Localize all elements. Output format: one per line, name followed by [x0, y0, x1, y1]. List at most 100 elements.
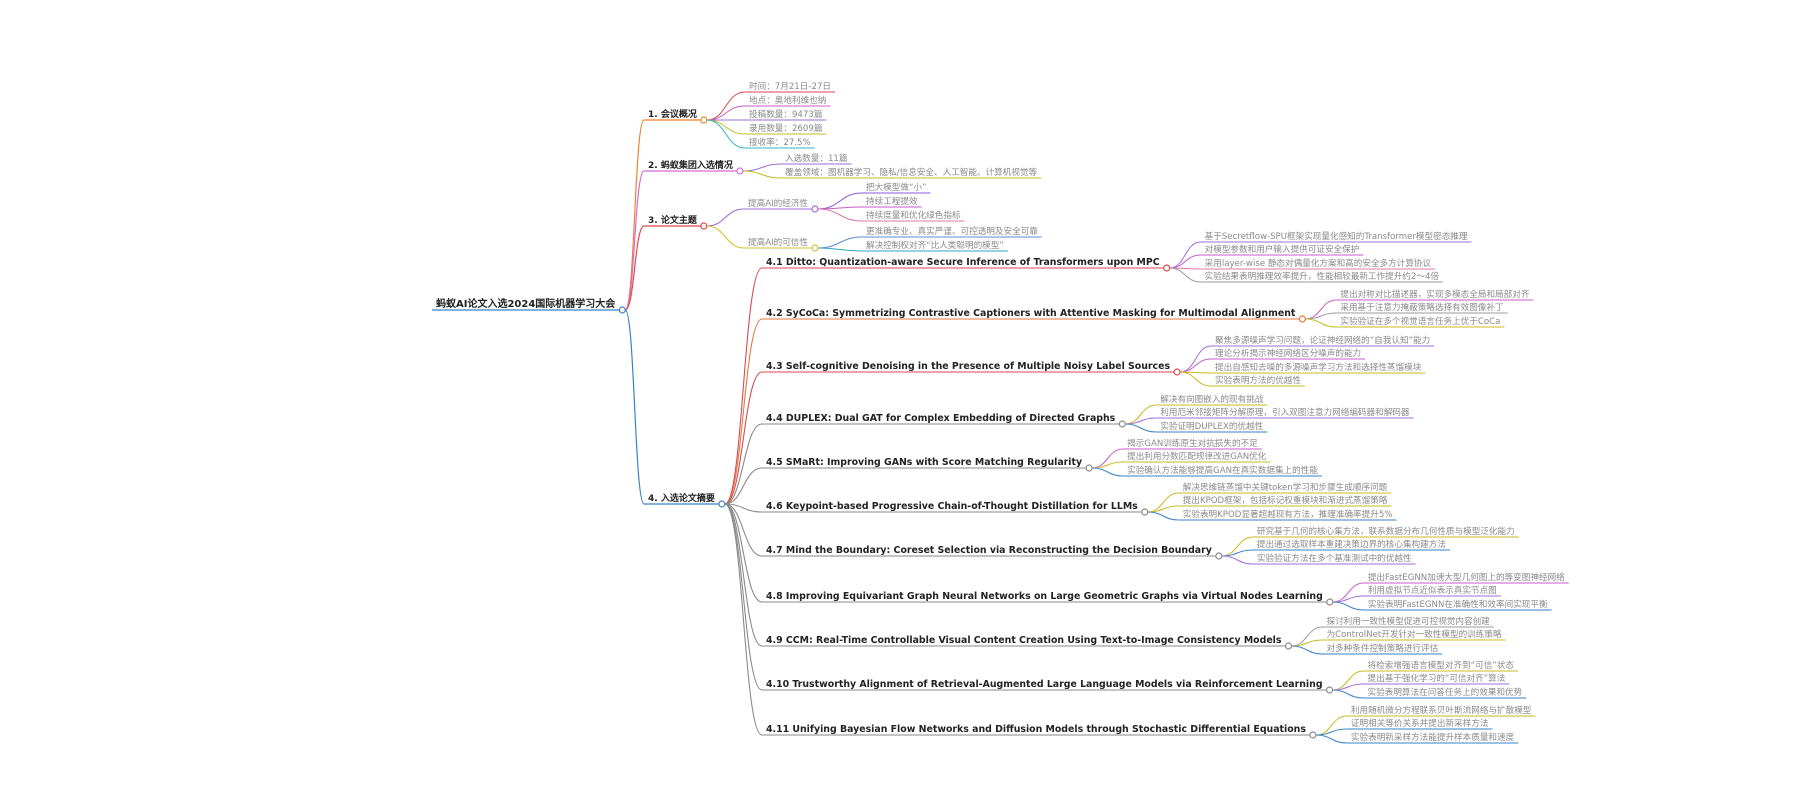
paper-9-note-3[interactable]: 对多种条件控制策略进行评估	[1326, 642, 1438, 654]
branch-b4[interactable]: 4. 入选论文摘要	[648, 492, 715, 504]
branch-b2[interactable]: 2. 蚂蚁集团入选情况	[648, 159, 733, 171]
branch-b4-toggle[interactable]	[718, 500, 726, 508]
paper-7-note-1[interactable]: 研究基于几何的核心集方法，联系数据分布几何性质与模型泛化能力	[1257, 525, 1515, 537]
leaf-b1-0[interactable]: 时间：7月21日-27日	[749, 80, 831, 92]
paper-6-title[interactable]: 4.6 Keypoint-based Progressive Chain-of-…	[766, 501, 1138, 512]
link-paper-0-note-1	[1169, 254, 1201, 269]
paper-4-title[interactable]: 4.4 DUPLEX: Dual GAT for Complex Embeddi…	[766, 413, 1116, 424]
subtopic-0-item-2[interactable]: 持续度量和优化绿色指标	[866, 209, 961, 221]
paper-9-title[interactable]: 4.9 CCM: Real-Time Controllable Visual C…	[766, 635, 1282, 646]
paper-10-note-2[interactable]: 提出基于强化学习的“可信对齐”算法	[1368, 672, 1506, 684]
paper-3-note-3[interactable]: 提出自感知去噪的多源噪声学习方法和选择性蒸馏模块	[1215, 361, 1422, 373]
link-b1-4	[706, 119, 746, 149]
paper-1-title[interactable]: 4.1 Ditto: Quantization-aware Secure Inf…	[766, 257, 1160, 268]
paper-10-title[interactable]: 4.10 Trustworthy Alignment of Retrieval-…	[766, 679, 1323, 690]
link-b3-sub-1	[706, 225, 745, 249]
subtopic-1-item-1[interactable]: 解决控制权对齐“比人类聪明的模型”	[866, 239, 1004, 251]
paper-2-note-1[interactable]: 提出对称对比描述器，实现多模态全局和局部对齐	[1340, 288, 1529, 300]
link-root-b2	[624, 170, 645, 311]
link-b2-0	[742, 163, 782, 172]
paper-11-note-2[interactable]: 证明相关等价关系并提出新采样方法	[1351, 717, 1489, 729]
leaf-b1-2[interactable]: 投稿数量：9473篇	[749, 108, 823, 120]
paper-4-note-1[interactable]: 解决有向图嵌入的现有挑战	[1160, 393, 1264, 405]
paper-9-note-1[interactable]: 探讨利用一致性模型促进可控视觉内容创建	[1326, 615, 1490, 627]
paper-2-note-3[interactable]: 实验验证在多个视觉语言任务上优于CoCa	[1340, 315, 1500, 327]
subtopic-1-item-0[interactable]: 更准确专业、真实严谨、可控透明及安全可靠	[866, 225, 1038, 237]
paper-8-note-1[interactable]: 提出FastEGNN加速大型几何图上的等变图神经网络	[1368, 571, 1565, 583]
paper-5-title[interactable]: 4.5 SMaRt: Improving GANs with Score Mat…	[766, 457, 1082, 468]
paper-3-note-4[interactable]: 实验表明方法的优越性	[1215, 374, 1301, 386]
leaf-b1-3[interactable]: 录用数量：2609篇	[749, 122, 823, 134]
paper-6-note-3[interactable]: 实验表明KPOD显著超越现有方法，推理准确率提升5%	[1183, 508, 1393, 520]
paper-4-note-2[interactable]: 利用厄米邻接矩阵分解原理，引入双图注意力网络编码器和解码器	[1160, 406, 1410, 418]
subtopic-0[interactable]: 提高AI的经济性	[748, 197, 808, 209]
subtopic-1-toggle[interactable]	[811, 244, 819, 252]
branch-b3-toggle[interactable]	[700, 222, 708, 230]
paper-9-note-2[interactable]: 为ControlNet开发针对一致性模型的训练策略	[1326, 628, 1501, 640]
paper-10-note-1[interactable]: 将检索增强语言模型对齐到“可信”状态	[1368, 659, 1515, 671]
paper-8-title[interactable]: 4.8 Improving Equivariant Graph Neural N…	[766, 591, 1323, 602]
paper-1-note-3[interactable]: 采用layer-wise 静态对偶量化方案和高的安全多方计算协议	[1205, 257, 1432, 269]
root-node[interactable]: 蚂蚁AI论文入选2024国际机器学习大会	[436, 297, 615, 310]
paper-8-note-3[interactable]: 实验表明FastEGNN在准确性和效率间实现平衡	[1368, 598, 1548, 610]
paper-3-title[interactable]: 4.3 Self-cognitive Denoising in the Pres…	[766, 361, 1170, 372]
branch-b2-toggle[interactable]	[736, 167, 744, 175]
leaf-b1-1[interactable]: 地点：奥地利维也纳	[749, 94, 826, 106]
paper-5-note-1[interactable]: 揭示GAN训练原生对抗损失的不足	[1127, 437, 1258, 449]
branch-b1[interactable]: 1. 会议概况	[648, 108, 697, 120]
paper-6-note-2[interactable]: 提出KPOD框架，包括标记权重模块和渐进式蒸馏策略	[1183, 494, 1388, 506]
paper-7-title[interactable]: 4.7 Mind the Boundary: Coreset Selection…	[766, 545, 1212, 556]
branch-b1-toggle[interactable]	[700, 116, 708, 124]
paper-2-note-2[interactable]: 采用基于注意力掩蔽策略选择有效图像补丁	[1340, 301, 1504, 313]
paper-11-note-1[interactable]: 利用随机微分方程联系贝叶斯流网络与扩散模型	[1351, 704, 1532, 716]
paper-7-toggle[interactable]	[1215, 552, 1223, 560]
paper-1-toggle[interactable]	[1163, 264, 1171, 272]
paper-5-note-3[interactable]: 实验确认方法能够提高GAN在真实数据集上的性能	[1127, 464, 1318, 476]
paper-10-note-3[interactable]: 实验表明算法在问答任务上的效果和优势	[1368, 686, 1523, 698]
link-paper-6	[724, 503, 763, 557]
paper-9-toggle[interactable]	[1284, 642, 1293, 650]
link-paper-2-note-1	[1180, 358, 1212, 373]
paper-11-note-3[interactable]: 实验表明新采样方法能提升样本质量和速度	[1351, 731, 1515, 743]
link-sub-1-1	[817, 247, 863, 252]
paper-7-note-3[interactable]: 实验验证方法在多个基准测试中的优越性	[1257, 552, 1412, 564]
root-node-toggle[interactable]	[618, 306, 626, 314]
link-paper-5	[724, 503, 763, 513]
link-paper-7	[724, 503, 763, 603]
subtopic-1[interactable]: 提高AI的可信性	[748, 236, 808, 248]
paper-1-note-1[interactable]: 基于Secretflow-SPU框架实现量化感知的Transformer模型密态…	[1205, 230, 1468, 242]
paper-11-title[interactable]: 4.11 Unifying Bayesian Flow Networks and…	[766, 724, 1306, 735]
link-paper-5-note-2	[1147, 511, 1179, 521]
paper-7-note-2[interactable]: 提出通过选取样本重建决策边界的核心集构建方法	[1257, 538, 1446, 550]
leaf-b1-4[interactable]: 接收率：27.5%	[749, 136, 811, 148]
link-paper-1-note-2	[1305, 318, 1337, 328]
link-paper-10	[724, 503, 763, 736]
paper-1-note-2[interactable]: 对模型参数和用户输入提供可证安全保护	[1205, 243, 1360, 255]
paper-8-toggle[interactable]	[1326, 598, 1334, 606]
paper-3-toggle[interactable]	[1173, 368, 1181, 376]
paper-1-note-4[interactable]: 实验结果表明推理效率提升，性能相较最新工作提升约2～4倍	[1205, 270, 1440, 282]
paper-11-toggle[interactable]	[1309, 731, 1317, 739]
leaf-b2-1[interactable]: 覆盖领域：图机器学习、隐私/信息安全、人工智能、计算机视觉等	[785, 166, 1038, 178]
paper-2-toggle[interactable]	[1298, 315, 1306, 323]
paper-2-title[interactable]: 4.2 SyCoCa: Symmetrizing Contrastive Cap…	[766, 308, 1296, 319]
paper-3-note-1[interactable]: 聚焦多源噪声学习问题，论证神经网络的“自我认知”能力	[1215, 334, 1430, 346]
paper-5-note-2[interactable]: 提出利用分数匹配规律改进GAN优化	[1127, 450, 1267, 462]
link-paper-4	[724, 467, 763, 505]
paper-8-note-2[interactable]: 利用虚拟节点近似表示真实节点图	[1368, 584, 1497, 596]
link-root-b3	[624, 225, 645, 311]
paper-6-toggle[interactable]	[1141, 508, 1149, 516]
subtopic-0-toggle[interactable]	[811, 205, 819, 213]
paper-10-toggle[interactable]	[1325, 686, 1334, 694]
paper-3-note-2[interactable]: 理论分析揭示神经网络区分噪声的能力	[1215, 347, 1361, 359]
paper-4-toggle[interactable]	[1118, 420, 1126, 428]
paper-5-toggle[interactable]	[1085, 464, 1093, 472]
link-paper-4-note-2	[1092, 467, 1124, 477]
leaf-b2-0[interactable]: 入选数量：11篇	[785, 152, 848, 164]
branch-b3[interactable]: 3. 论文主题	[648, 214, 698, 226]
paper-6-note-1[interactable]: 解决思维链蒸馏中关键token学习和步骤生成顺序问题	[1183, 481, 1388, 493]
subtopic-0-item-1[interactable]: 持续工程提效	[866, 195, 918, 207]
subtopic-0-item-0[interactable]: 把大模型做“小”	[866, 181, 926, 193]
paper-4-note-3[interactable]: 实验证明DUPLEX的优越性	[1160, 420, 1263, 432]
